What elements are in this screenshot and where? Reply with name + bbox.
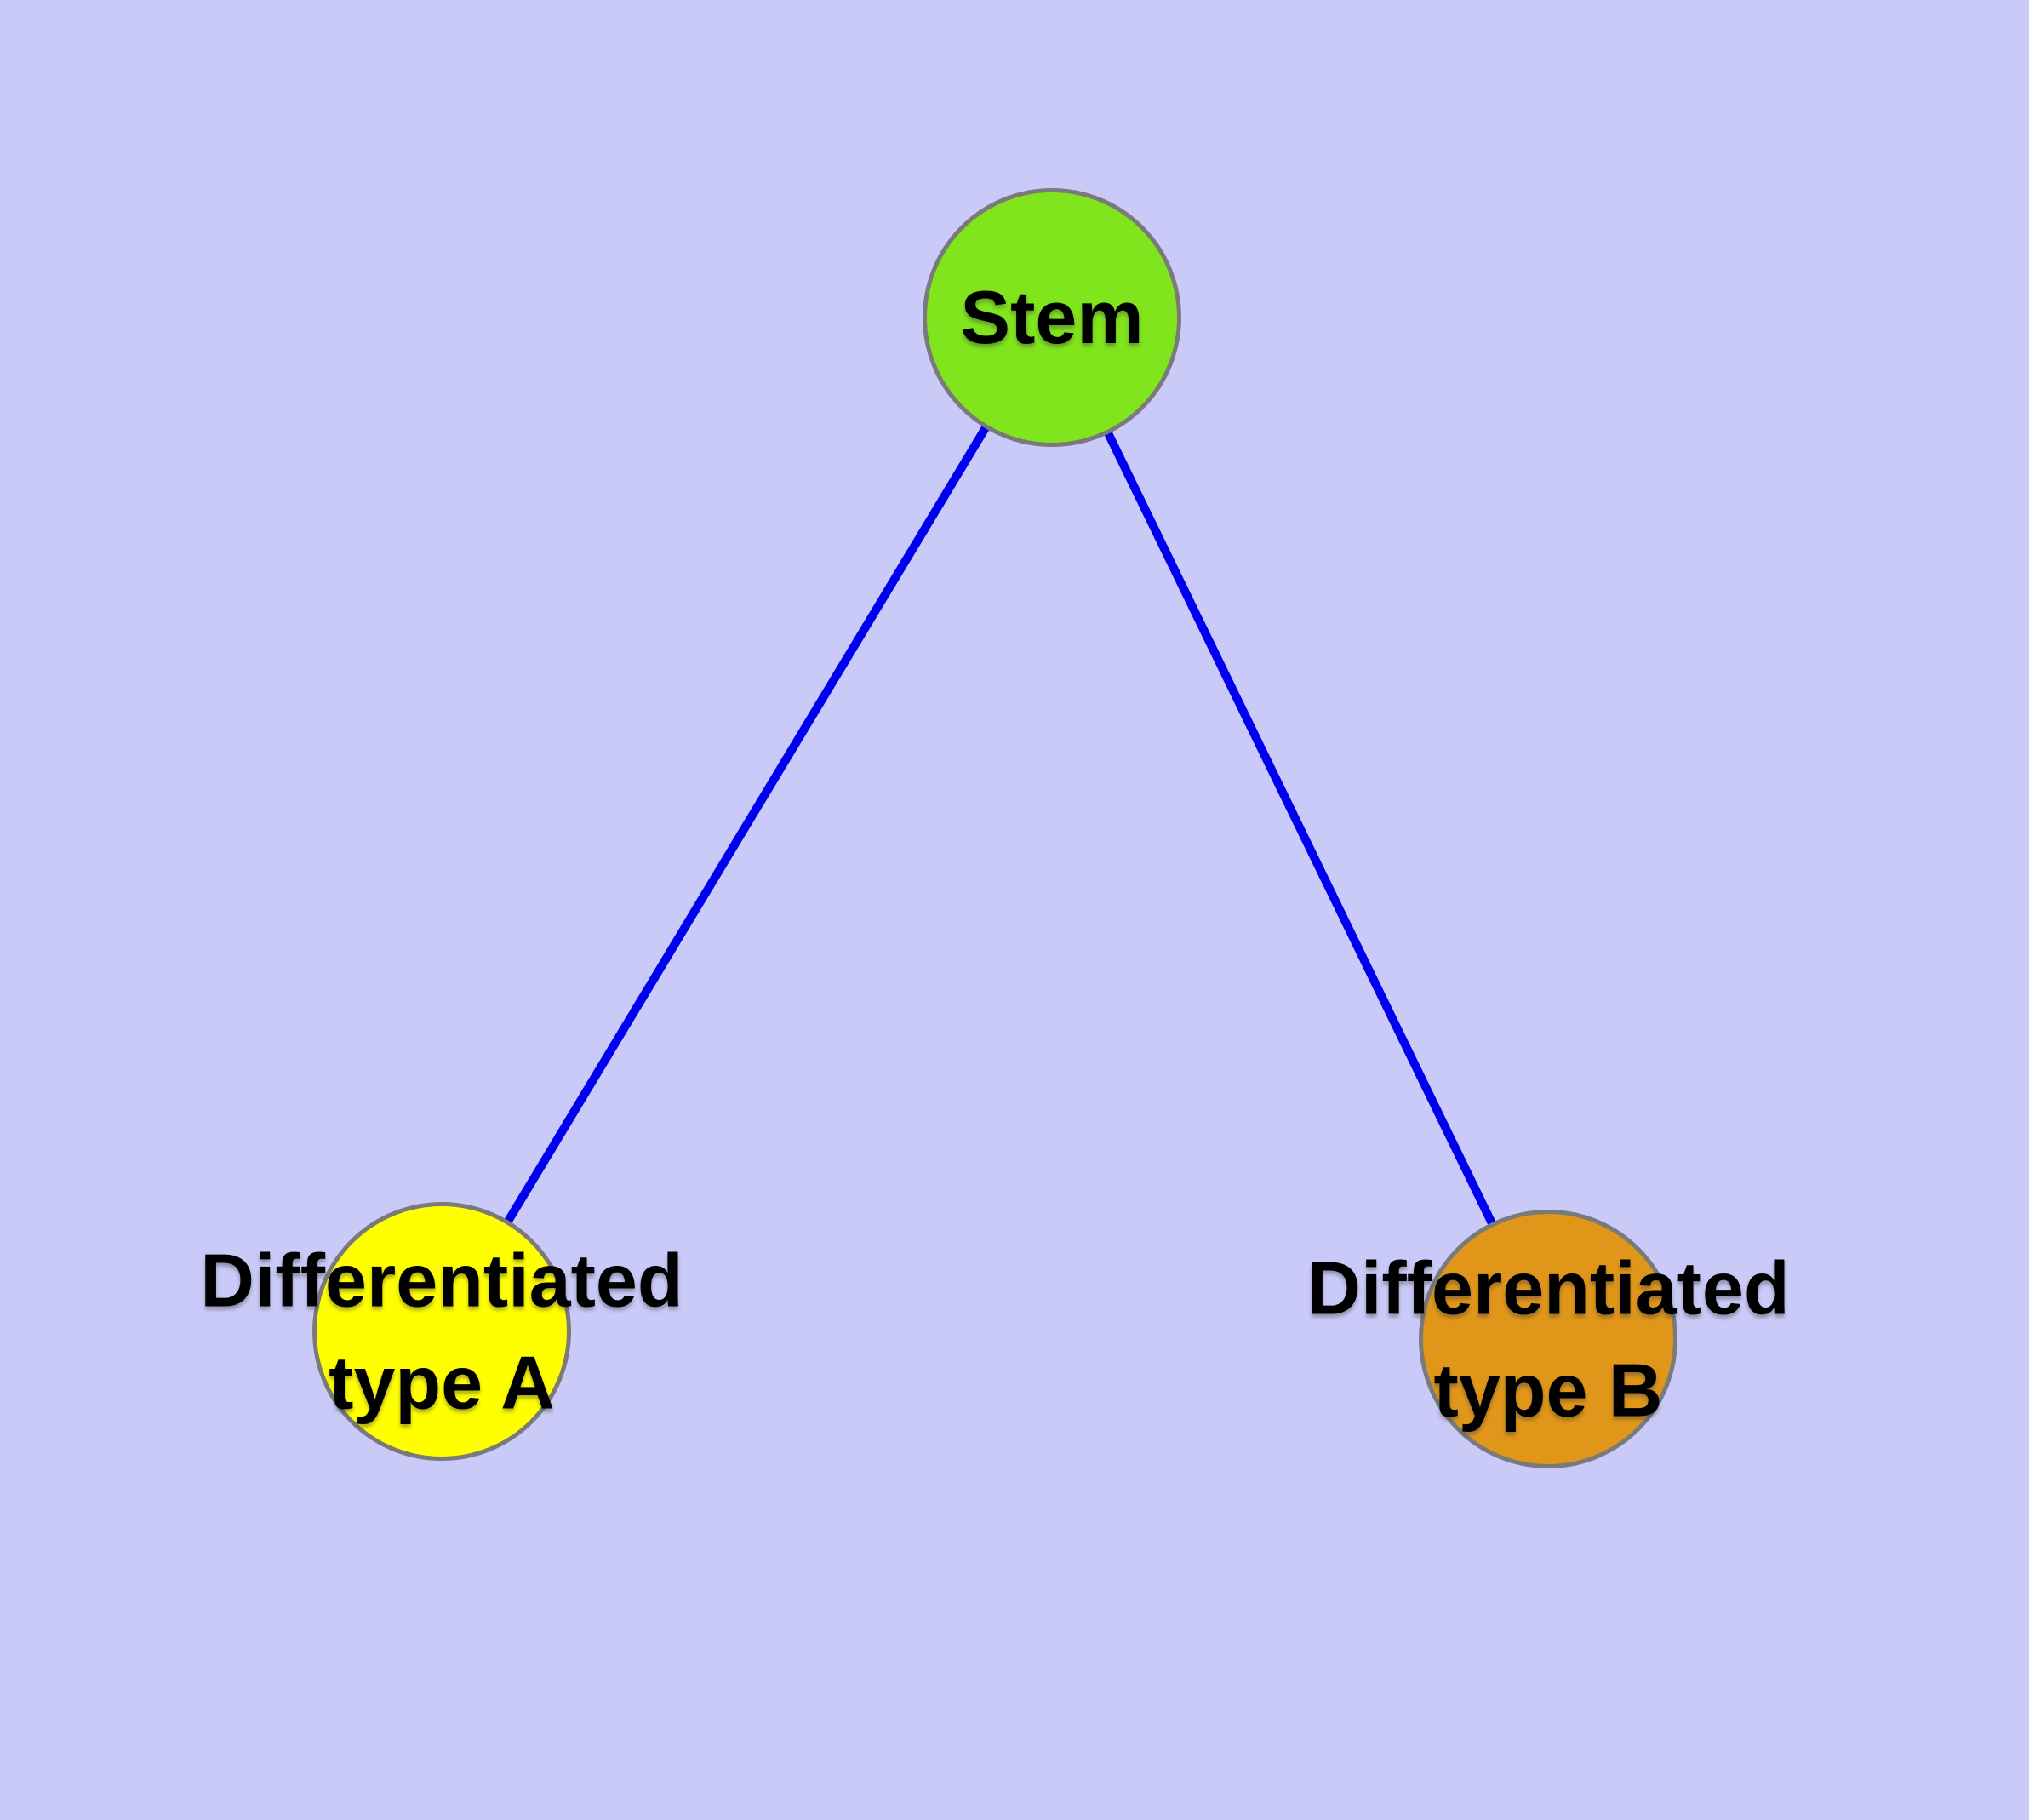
- node-differentiated-type-b-label: Differentiated type B: [1306, 1245, 1790, 1432]
- node-stem-label: Stem: [960, 275, 1144, 360]
- node-differentiated-type-a-label: Differentiated type A: [200, 1238, 683, 1424]
- edge-stem-to-type-b: [1048, 315, 1552, 1342]
- node-differentiated-type-b-circle: [1419, 1210, 1677, 1468]
- edge-stem-to-type-a: [437, 315, 1056, 1334]
- node-stem-circle: [923, 188, 1181, 447]
- node-differentiated-type-a-circle: [312, 1202, 571, 1461]
